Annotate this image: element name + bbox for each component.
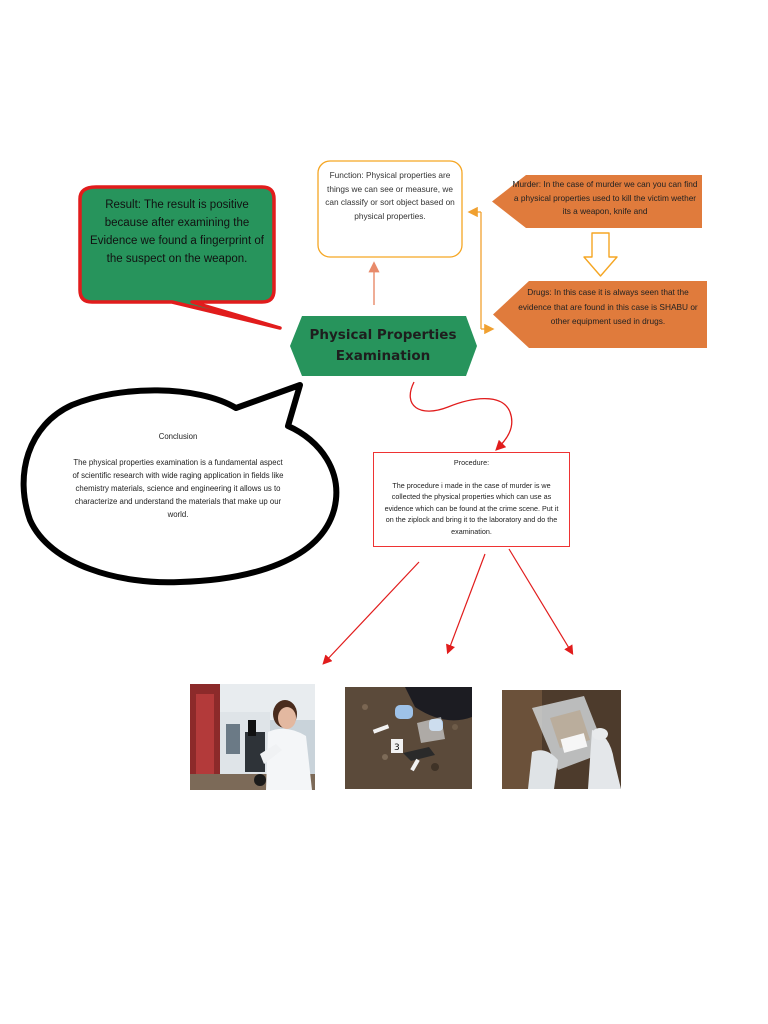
lab-microscope-photo [190, 684, 315, 790]
result-text: Result: The result is positive because a… [90, 199, 264, 265]
result-callout [78, 185, 282, 330]
conclusion-title: Conclusion [158, 432, 198, 441]
murder-text: Murder: In the case of murder we can you… [512, 179, 698, 216]
ziplock-evidence-bag-photo [502, 690, 621, 789]
function-box [317, 160, 463, 258]
drugs-text: Drugs: In this case it is always seen th… [518, 287, 698, 326]
center-title-line2: Examination [335, 348, 431, 364]
center-hexagon [290, 316, 477, 376]
center-title-line1: Physical Properties [309, 327, 457, 343]
svg-text:3: 3 [394, 743, 400, 753]
procedure-title: Procedure: [453, 458, 490, 467]
arrow-to-photo-3 [508, 548, 574, 656]
procedure-text: The procedure i made in the case of murd… [384, 480, 559, 536]
arrow-to-photo-2 [446, 553, 486, 655]
murder-shape [492, 175, 702, 228]
block-down-arrow [583, 232, 618, 277]
center-to-procedure-arrow [409, 381, 513, 451]
conclusion-bubble [20, 382, 340, 586]
function-text: Function: Physical properties are things… [325, 170, 455, 221]
center-title: Physical Properties Examination [290, 316, 476, 376]
procedure-box: Procedure: The procedure i made in the c… [373, 452, 570, 547]
drugs-shape [493, 281, 707, 348]
arrow-to-photo-1 [322, 561, 420, 665]
crime-scene-evidence-photo: 3 [345, 687, 472, 789]
conclusion-content: Conclusion The physical properties exami… [72, 430, 284, 550]
conclusion-text: The physical properties examination is a… [72, 458, 284, 519]
